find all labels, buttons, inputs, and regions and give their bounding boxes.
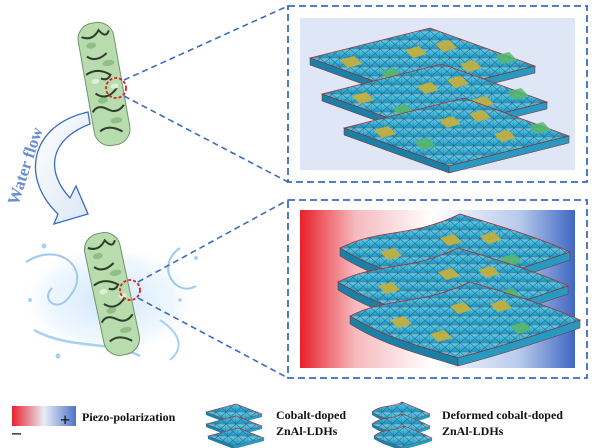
legend-minus-sign: – — [11, 422, 22, 442]
legend-deformed-ldh-icon — [371, 401, 433, 448]
legend-plus-sign: + — [60, 410, 70, 430]
legend-cobalt-label-line1: Cobalt-doped — [276, 408, 346, 422]
legend: – + Piezo-polarization Cobalt-doped ZnAl… — [11, 401, 563, 448]
sponge-top — [74, 18, 134, 150]
legend-polarization-label: Piezo-polarization — [82, 410, 176, 424]
zoom-circle-bottom — [119, 279, 141, 301]
legend-cobalt-ldh-icon — [205, 403, 265, 448]
zoom-lines-bottom — [137, 199, 289, 379]
legend-deformed-label-line1: Deformed cobalt-doped — [442, 408, 563, 422]
zoom-lines-top — [123, 5, 289, 183]
legend-polarization-bar — [12, 406, 76, 426]
zoom-circle-top — [105, 77, 127, 99]
legend-deformed-label-line2: ZnAl-LDHs — [442, 424, 504, 438]
water-flow-arrow — [34, 111, 91, 226]
legend-cobalt-label-line2: ZnAl-LDHs — [276, 424, 338, 438]
